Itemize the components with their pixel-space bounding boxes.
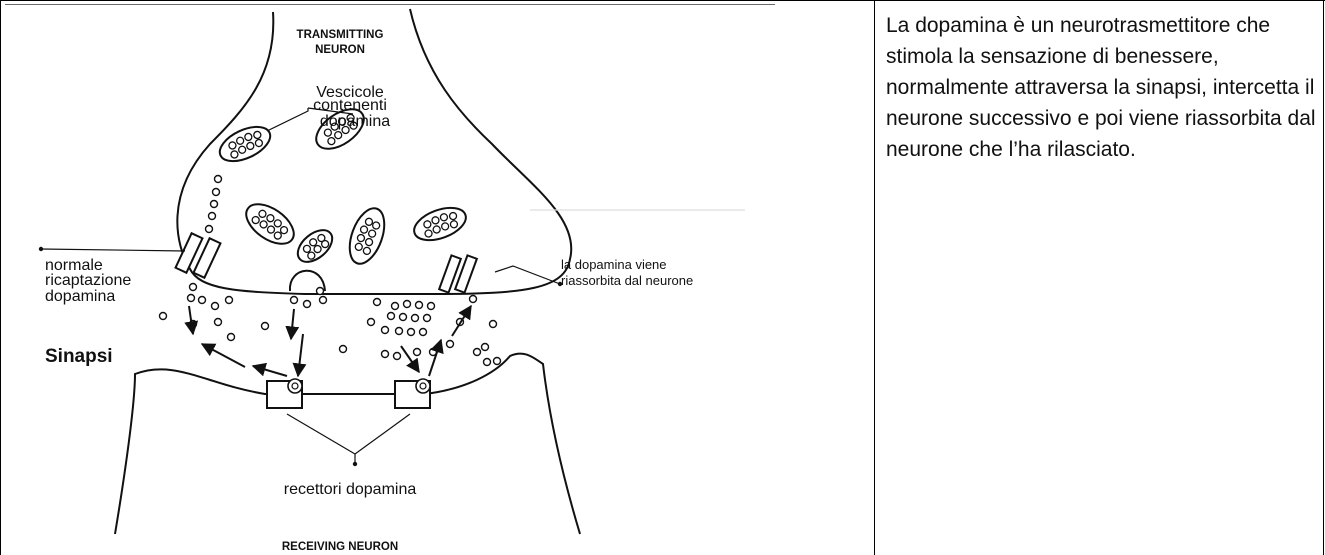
receiving-neuron-membrane bbox=[114, 352, 581, 535]
synapse-label: Sinapsi bbox=[45, 346, 113, 367]
reuptake-label-line3: dopamina bbox=[45, 288, 115, 305]
reuptake-label-line1: normale bbox=[45, 257, 103, 274]
leader-lines bbox=[40, 107, 561, 464]
vesicles-label-line3: dopamina bbox=[320, 113, 390, 130]
transmitting-neuron-label-2: NEURON bbox=[315, 44, 365, 56]
table-right-border bbox=[1323, 0, 1324, 555]
synapse-diagram: TRANSMITTING NEURON Vescicole contenenti… bbox=[5, 4, 870, 553]
vesicles-label-line1: Vescicole bbox=[316, 84, 384, 101]
vesicle bbox=[348, 207, 386, 265]
table-top-border bbox=[0, 0, 1325, 1]
dopamine-receptor-right bbox=[394, 378, 431, 409]
leader-dot-reuptake bbox=[38, 246, 44, 252]
vesicles-label-line2: contenenti bbox=[313, 97, 387, 114]
transmitting-neuron-label: TRANSMITTING bbox=[297, 29, 384, 41]
table-left-border bbox=[0, 0, 1, 555]
leader-dot-reabsorb bbox=[557, 281, 563, 287]
reabsorb-label-line1: la dopamina viene bbox=[561, 257, 667, 272]
receiving-neuron-label: RECEIVING NEURON bbox=[282, 541, 398, 553]
vesicle bbox=[296, 229, 334, 263]
receptors-label: recettori dopamina bbox=[284, 481, 417, 498]
reuptake-transporter-left bbox=[174, 231, 222, 280]
vesicle bbox=[218, 125, 272, 163]
exocytosis-vesicle bbox=[288, 269, 326, 292]
leader-dot-receptors bbox=[352, 461, 358, 467]
reabsorb-label-line2: riassorbita dal neurone bbox=[561, 273, 693, 288]
vesicle bbox=[413, 206, 467, 242]
transmitting-neuron-membrane bbox=[176, 8, 573, 295]
description-text: La dopamina è un neurotrasmettitore che … bbox=[886, 14, 1316, 161]
dopamine-flow-arrows bbox=[184, 304, 472, 378]
dopamine-receptor-left bbox=[266, 378, 303, 409]
table-column-divider bbox=[874, 0, 875, 555]
vesicle bbox=[315, 108, 365, 150]
dopamine-molecules bbox=[158, 174, 502, 367]
synapse-diagram-svg: TRANSMITTING NEURON Vescicole contenenti… bbox=[5, 4, 775, 553]
vesicle bbox=[245, 203, 295, 245]
reuptake-label-line2: ricaptazione bbox=[45, 272, 131, 289]
reuptake-transporter-right bbox=[437, 254, 479, 294]
